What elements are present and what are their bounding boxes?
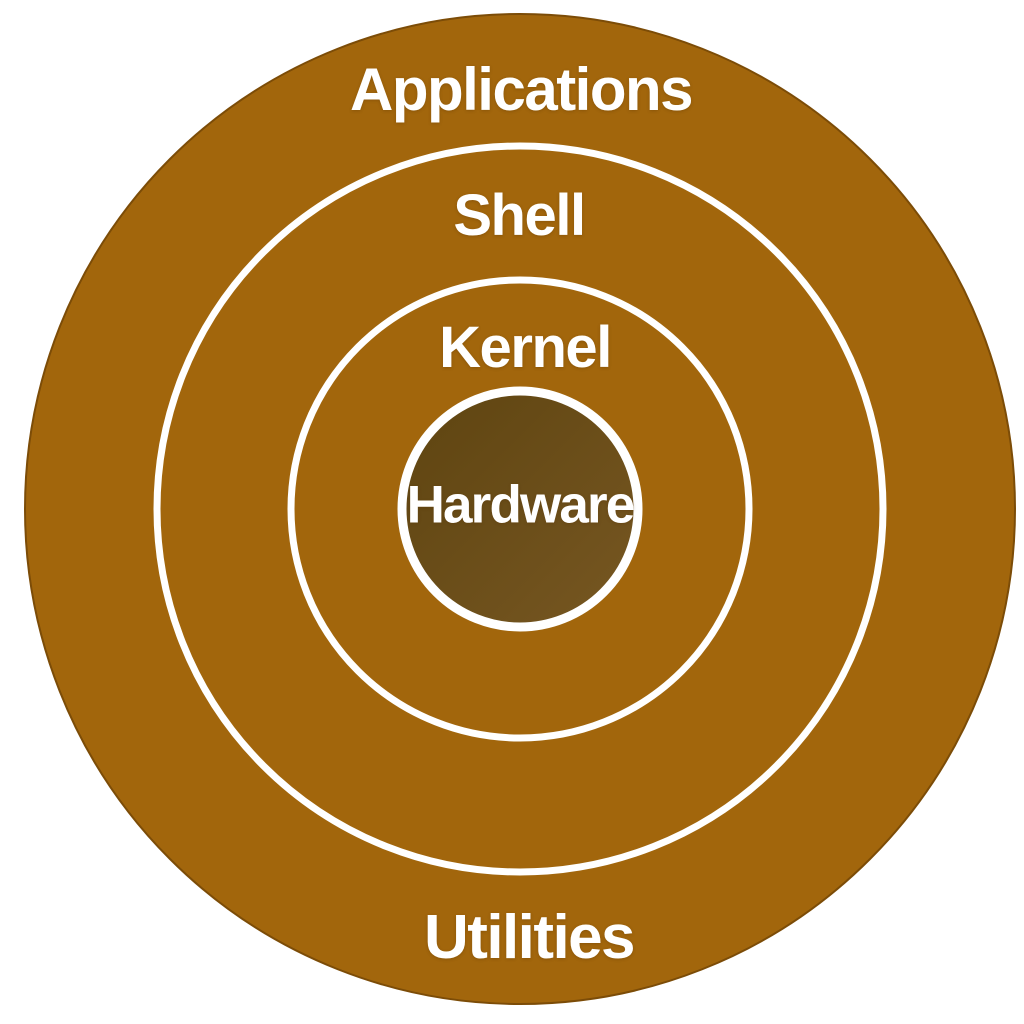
hardware-core-circle [397, 386, 643, 632]
shell-layer-label: Shell [453, 183, 586, 248]
hardware-core-label: Hardware [406, 475, 636, 535]
shell-layer-boundary-ring [153, 142, 887, 876]
applications-layer-label: Applications [349, 56, 694, 123]
kernel-layer-label: Kernel [439, 315, 612, 380]
kernel-layer-boundary-ring [287, 276, 753, 742]
utilities-layer-label: Utilities [424, 903, 636, 972]
